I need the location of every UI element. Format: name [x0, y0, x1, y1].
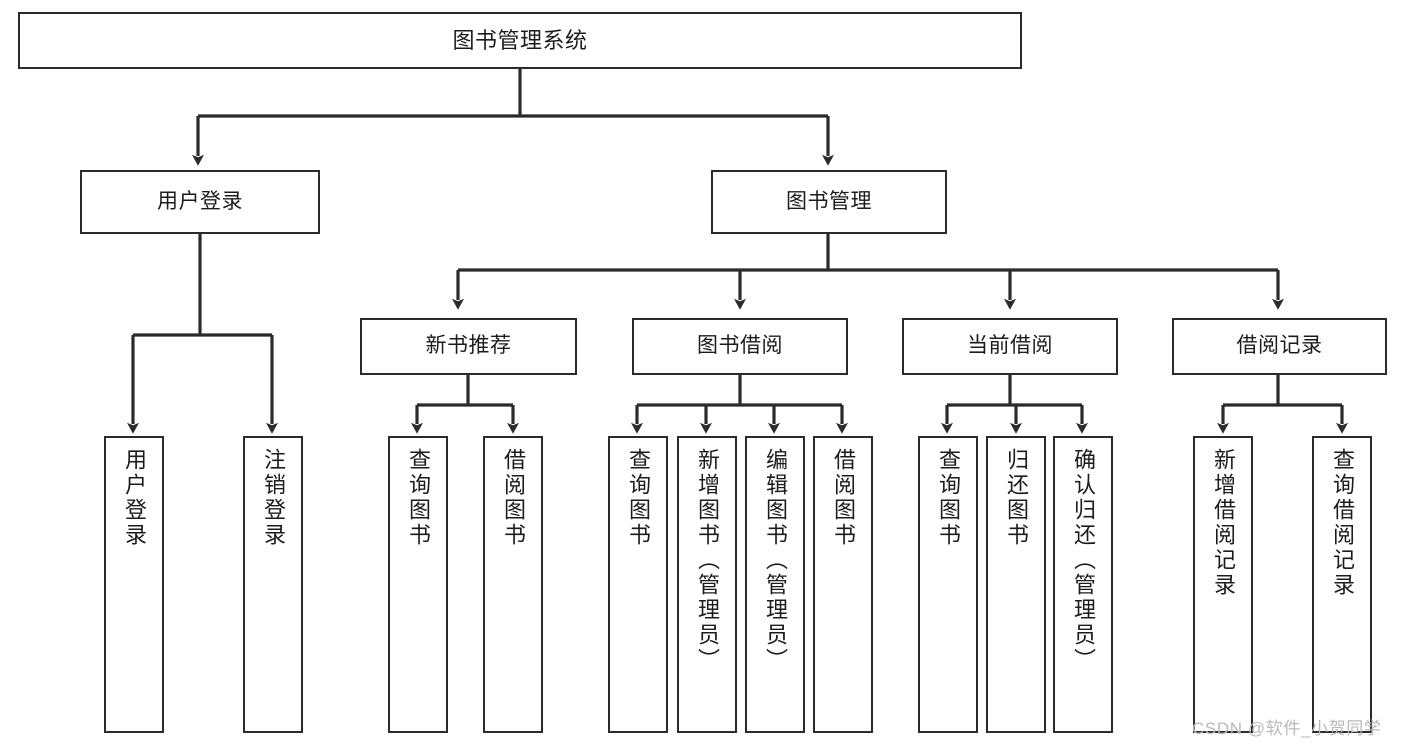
- node-book-management-label: 图书管理: [786, 189, 872, 213]
- node-new-book-recommend[interactable]: 新书推荐: [360, 318, 577, 375]
- node-leaf-edit-book[interactable]: 编辑图书（管理员）: [745, 436, 805, 733]
- node-leaf-add-record[interactable]: 新增借阅记录: [1193, 436, 1253, 733]
- node-user-login[interactable]: 用户登录: [80, 170, 320, 234]
- node-leaf-return-book-label: 归还图书: [1004, 448, 1029, 548]
- node-leaf-query-book-1[interactable]: 查询图书: [388, 436, 448, 733]
- node-root-label: 图书管理系统: [452, 27, 588, 53]
- node-leaf-query-book-2[interactable]: 查询图书: [608, 436, 668, 733]
- node-leaf-query-book-2-label: 查询图书: [626, 448, 651, 548]
- node-leaf-query-record[interactable]: 查询借阅记录: [1312, 436, 1372, 733]
- node-book-borrow-label: 图书借阅: [697, 334, 783, 358]
- node-borrow-record-label: 借阅记录: [1236, 334, 1323, 358]
- node-leaf-confirm-return[interactable]: 确认归还（管理员）: [1053, 436, 1113, 733]
- node-leaf-query-book-3-label: 查询图书: [936, 448, 961, 548]
- node-leaf-borrow-book-1-label: 借阅图书: [501, 448, 526, 548]
- node-leaf-borrow-book-2[interactable]: 借阅图书: [813, 436, 873, 733]
- node-leaf-confirm-return-label: 确认归还（管理员）: [1071, 448, 1096, 673]
- node-leaf-add-record-label: 新增借阅记录: [1211, 448, 1236, 598]
- node-leaf-query-book-1-label: 查询图书: [406, 448, 431, 548]
- node-leaf-logout-label: 注销登录: [261, 448, 286, 548]
- node-new-book-recommend-label: 新书推荐: [425, 334, 512, 358]
- node-leaf-borrow-book-1[interactable]: 借阅图书: [483, 436, 543, 733]
- node-book-management[interactable]: 图书管理: [711, 170, 947, 234]
- node-current-borrow-label: 当前借阅: [967, 334, 1053, 358]
- node-leaf-user-login-label: 用户登录: [122, 448, 147, 548]
- node-leaf-return-book[interactable]: 归还图书: [986, 436, 1046, 733]
- node-leaf-borrow-book-2-label: 借阅图书: [831, 448, 856, 548]
- node-user-login-label: 用户登录: [157, 189, 243, 213]
- node-root[interactable]: 图书管理系统: [18, 12, 1022, 69]
- node-leaf-query-record-label: 查询借阅记录: [1330, 448, 1355, 598]
- node-borrow-record[interactable]: 借阅记录: [1172, 318, 1387, 375]
- node-current-borrow[interactable]: 当前借阅: [902, 318, 1118, 375]
- node-leaf-add-book[interactable]: 新增图书（管理员）: [677, 436, 737, 733]
- node-leaf-logout[interactable]: 注销登录: [243, 436, 303, 733]
- node-leaf-query-book-3[interactable]: 查询图书: [918, 436, 978, 733]
- node-leaf-add-book-label: 新增图书（管理员）: [695, 448, 720, 673]
- node-leaf-edit-book-label: 编辑图书（管理员）: [763, 448, 788, 673]
- node-leaf-user-login[interactable]: 用户登录: [104, 436, 164, 733]
- node-book-borrow[interactable]: 图书借阅: [632, 318, 848, 375]
